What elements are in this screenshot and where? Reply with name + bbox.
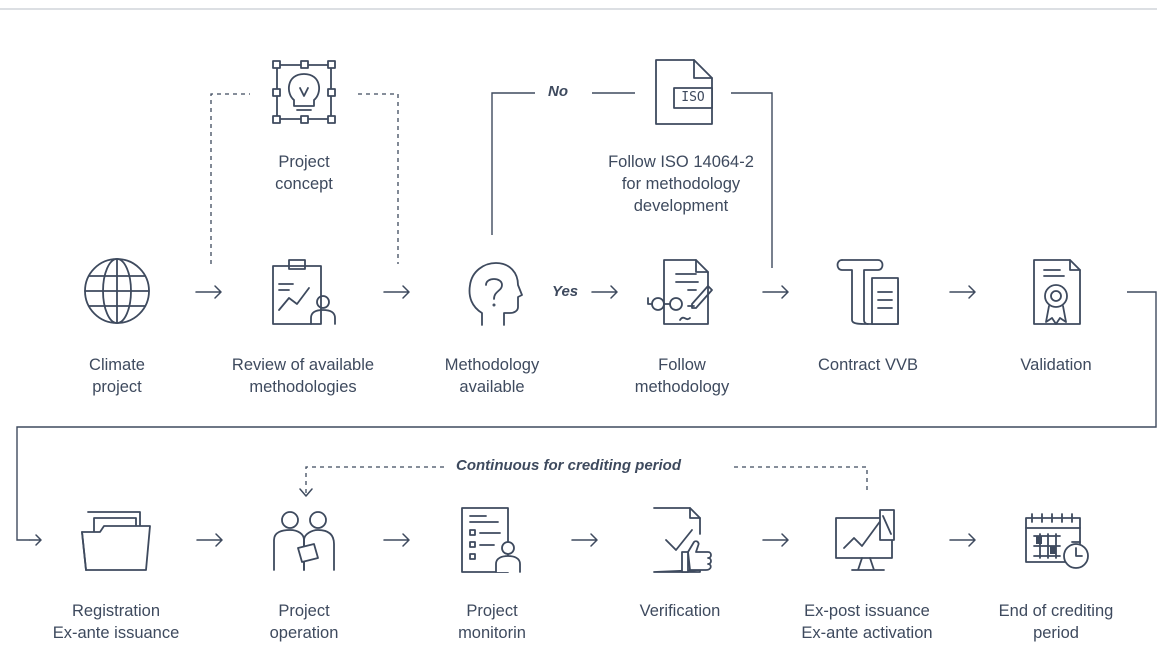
step-climate-project: Climate project — [55, 354, 179, 398]
step-ex-post: Ex-post issuance Ex-ante activation — [784, 600, 950, 644]
report-person-icon — [461, 507, 521, 573]
globe-icon — [84, 258, 150, 324]
step-contract-vvb: Contract VVB — [798, 354, 938, 376]
arrow-6 — [383, 533, 410, 547]
step-label-line: Ex-ante activation — [801, 624, 933, 642]
no-line-left — [491, 92, 535, 235]
step-label-line: Climate — [89, 356, 145, 374]
decision-no-label: No — [548, 83, 568, 100]
step-label-line: project — [92, 378, 142, 396]
loop-dashed-right — [734, 466, 868, 490]
lightbulb-icon — [272, 60, 336, 124]
decision-yes-label: Yes — [552, 283, 579, 300]
clipboard-chart-icon — [272, 259, 336, 325]
step-label-line: concept — [275, 175, 333, 193]
step-validation: Validation — [986, 354, 1126, 376]
iso-document-icon — [655, 59, 713, 125]
arrow-3 — [762, 285, 789, 299]
step-label-line: period — [1033, 624, 1079, 642]
step-label-line: Registration — [71, 602, 161, 620]
step-label-line: operation — [269, 624, 339, 642]
scroll-icon — [836, 259, 899, 325]
arrow-1 — [195, 285, 222, 299]
step-review: Review of available methodologies — [213, 354, 393, 398]
step-label-line: for methodology — [621, 175, 741, 193]
step-end-crediting: End of crediting period — [981, 600, 1131, 644]
step-project-operation: Project operation — [244, 600, 364, 644]
concept-dashed-right — [358, 93, 399, 264]
step-label-line: development — [633, 197, 729, 215]
arrow-7 — [571, 533, 598, 547]
concept-dashed-left — [210, 93, 250, 264]
arrow-yes — [591, 285, 618, 299]
step-registration: Registration Ex-ante issuance — [40, 600, 192, 644]
wrap-arrow — [29, 534, 42, 546]
step-label-line: Validation — [1020, 356, 1092, 374]
arrow-5 — [196, 533, 223, 547]
loop-arrowhead — [299, 488, 313, 497]
arrow-8 — [762, 533, 789, 547]
step-label-line: Follow — [658, 356, 706, 374]
step-label-line: End of crediting — [998, 602, 1114, 620]
step-label-line: Project — [278, 153, 330, 171]
wrap-connector — [16, 291, 1157, 541]
step-label-line: Ex-post issuance — [804, 602, 930, 620]
step-label-line: Contract VVB — [818, 356, 918, 374]
step-label-line: Ex-ante issuance — [52, 624, 180, 642]
step-iso: Follow ISO 14064-2 for methodology devel… — [596, 151, 766, 217]
meeting-icon — [273, 511, 335, 571]
step-label-line: Project — [278, 602, 330, 620]
arrow-2 — [383, 285, 410, 299]
step-project-concept: Project concept — [244, 151, 364, 195]
iso-badge-text: ISO — [681, 90, 705, 105]
step-follow-methodology: Follow methodology — [612, 354, 752, 398]
step-label-line: monitorin — [458, 624, 526, 642]
step-verification: Verification — [610, 600, 750, 622]
step-project-monitoring: Project monitorin — [432, 600, 552, 644]
glasses-document-icon — [647, 259, 713, 325]
step-label-line: methodology — [634, 378, 730, 396]
step-label-line: Methodology — [444, 356, 540, 374]
calendar-clock-icon — [1025, 513, 1089, 569]
step-label-line: Project — [466, 602, 518, 620]
loop-label: Continuous for crediting period — [456, 457, 681, 474]
loop-dashed-left — [305, 466, 444, 495]
step-label-line: Follow ISO 14064-2 — [608, 153, 754, 171]
thumbs-up-check-icon — [653, 507, 712, 573]
arrow-9 — [949, 533, 976, 547]
certificate-icon — [1033, 259, 1081, 325]
step-methodology-available: Methodology available — [422, 354, 562, 398]
no-line-right — [731, 92, 773, 268]
step-label-line: available — [459, 378, 525, 396]
head-question-icon — [468, 262, 523, 326]
step-label-line: Review of available — [231, 356, 375, 374]
arrow-4 — [949, 285, 976, 299]
folder-icon — [81, 511, 151, 571]
monitor-chart-icon — [835, 509, 895, 571]
step-label-line: methodologies — [249, 378, 357, 396]
step-label-line: Verification — [639, 602, 721, 620]
